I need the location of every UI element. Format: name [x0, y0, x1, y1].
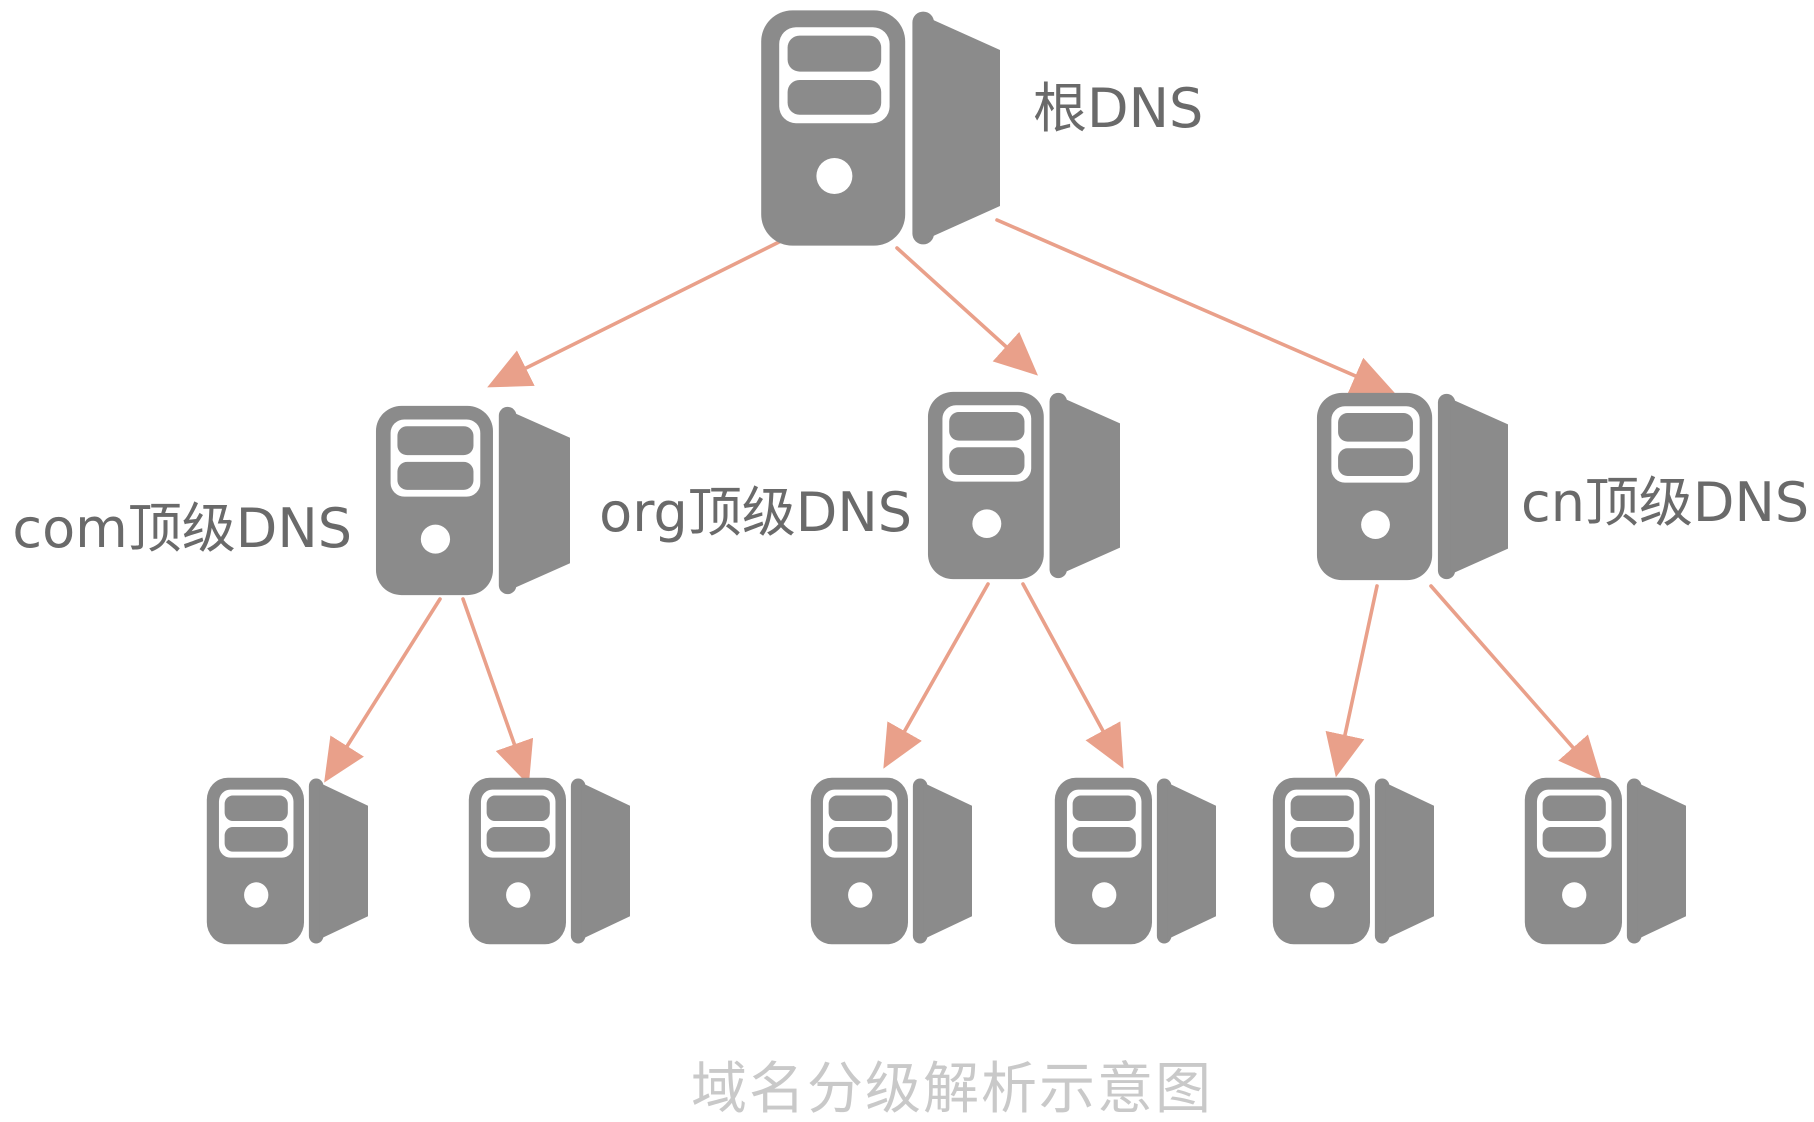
- leaf-dns-server-icon-1: [206, 777, 368, 945]
- leaf-dns-server-icon-4: [1054, 777, 1216, 945]
- com-tld-server-icon: [375, 405, 570, 596]
- arrow-com-to-leaf-2: [461, 597, 534, 786]
- arrow-org-to-leaf-4: [1021, 582, 1124, 769]
- com-tld-label: com顶级DNS: [12, 497, 352, 560]
- leaf-dns-server-icon-6: [1524, 777, 1686, 945]
- leaf-level: [206, 777, 1686, 945]
- leaf-dns-server-icon-5: [1272, 777, 1434, 945]
- edges-root-to-tld: [487, 218, 1395, 395]
- root-dns-server-icon: [761, 10, 1000, 246]
- arrow-root-to-com: [487, 238, 785, 388]
- leaf-dns-server-icon-2: [468, 777, 630, 945]
- arrow-cn-to-leaf-5: [1325, 584, 1379, 778]
- arrow-root-to-org: [895, 246, 1039, 376]
- tld-level: com顶级DNS org顶级DNS cn顶级DNS: [12, 391, 1809, 596]
- arrow-root-to-cn: [995, 218, 1395, 395]
- org-tld-label: org顶级DNS: [599, 481, 912, 544]
- arrow-cn-to-leaf-6: [1429, 584, 1602, 781]
- root-level: 根DNS: [761, 10, 1203, 246]
- root-dns-label: 根DNS: [1033, 77, 1203, 140]
- edges-tld-to-leaf: [324, 582, 1602, 786]
- arrow-com-to-leaf-1: [324, 597, 442, 783]
- cn-tld-label: cn顶级DNS: [1521, 471, 1809, 534]
- org-tld-server-icon: [927, 391, 1120, 580]
- arrow-org-to-leaf-3: [883, 582, 990, 769]
- diagram-caption: 域名分级解析示意图: [691, 1057, 1213, 1122]
- leaf-dns-server-icon-3: [810, 777, 972, 945]
- cn-tld-server-icon: [1316, 392, 1508, 581]
